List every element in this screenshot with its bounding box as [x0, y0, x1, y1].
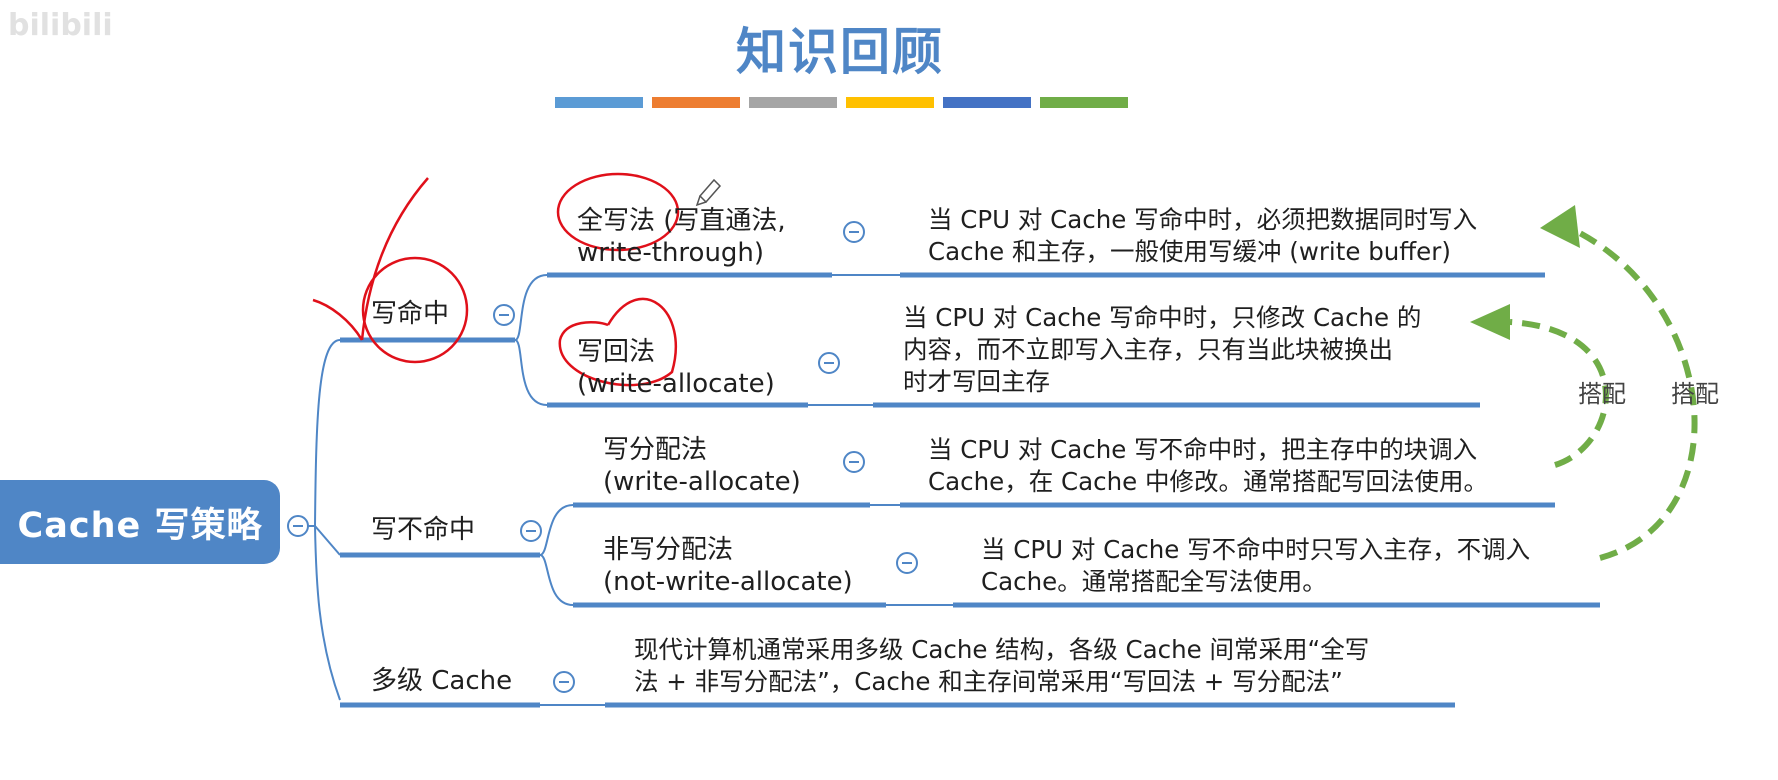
node-label-line: 非写分配法	[603, 535, 734, 565]
arrowhead-inner	[1470, 304, 1510, 340]
watermark: bilibili	[8, 8, 113, 43]
branch-label-hit[interactable]: 写命中	[371, 299, 450, 329]
node-label-line: 写回法	[577, 337, 656, 367]
pairing-label-outer: 搭配	[1671, 380, 1719, 408]
ink-circle-hit	[361, 256, 469, 364]
color-bar-4	[846, 97, 934, 108]
node-desc-write-through: 当 CPU 对 Cache 写命中时，必须把数据同时写入 Cache 和主存，一…	[928, 204, 1477, 268]
color-bar-5	[943, 97, 1031, 108]
page-title: 知识回顾	[736, 23, 944, 81]
node-label-write-through[interactable]: 全写法 (写直通法, write-through)	[577, 205, 786, 269]
node-desc-multilevel: 现代计算机通常采用多级 Cache 结构，各级 Cache 间常采用“全写 法 …	[634, 634, 1369, 698]
underlines	[340, 272, 1600, 708]
ink-annotations	[312, 172, 680, 387]
collapse-toggle-hit[interactable]	[493, 304, 515, 326]
desc-line: Cache 和主存，一般使用写缓冲 (write buffer)	[928, 237, 1451, 266]
root-node[interactable]: Cache 写策略	[0, 480, 280, 564]
desc-line: 现代计算机通常采用多级 Cache 结构，各级 Cache 间常采用“全写	[634, 635, 1370, 664]
desc-line: 时才写回主存	[903, 367, 1050, 396]
node-label-no-write-allocate[interactable]: 非写分配法 (not-write-allocate)	[603, 534, 853, 598]
desc-line: 当 CPU 对 Cache 写命中时，必须把数据同时写入	[928, 205, 1478, 234]
ink-number-stroke	[312, 177, 429, 341]
desc-line: 当 CPU 对 Cache 写命中时，只修改 Cache 的	[903, 303, 1422, 332]
node-label-line: (write-allocate)	[577, 369, 775, 399]
node-label-write-allocate[interactable]: 写分配法 (write-allocate)	[603, 434, 801, 498]
desc-line: 内容，而不立即写入主存，只有当此块被换出	[903, 335, 1393, 364]
node-label-line: 全写法 (写直通法,	[577, 206, 786, 236]
arrowhead-outer	[1540, 205, 1580, 248]
node-label-line: write-through)	[577, 238, 765, 268]
node-label-line: (write-allocate)	[603, 467, 801, 497]
color-bar-6	[1040, 97, 1128, 108]
pairing-arrow-inner	[1509, 319, 1609, 468]
collapse-toggle-root[interactable]	[287, 515, 309, 537]
desc-line: Cache，在 Cache 中修改。通常搭配写回法使用。	[928, 467, 1488, 496]
branch-lines	[298, 274, 953, 706]
color-bar-3	[749, 97, 837, 108]
pairing-label-inner: 搭配	[1578, 380, 1626, 408]
collapse-toggle-multilevel[interactable]	[553, 671, 575, 693]
node-label-line: 写分配法	[603, 435, 708, 465]
ink-circle-write-back	[558, 297, 678, 387]
collapse-toggle-write-allocate[interactable]	[843, 451, 865, 473]
color-bar-1	[555, 97, 643, 108]
ink-circle-write-through	[556, 172, 680, 252]
branch-label-miss[interactable]: 写不命中	[371, 515, 476, 545]
pairing-arrows	[1509, 225, 1698, 561]
collapse-toggle-miss[interactable]	[520, 520, 542, 542]
node-label-line: (not-write-allocate)	[603, 567, 853, 597]
desc-line: Cache。通常搭配全写法使用。	[981, 567, 1327, 596]
desc-line: 当 CPU 对 Cache 写不命中时，把主存中的块调入	[928, 435, 1478, 464]
node-label-write-back[interactable]: 写回法 (write-allocate)	[577, 336, 775, 400]
node-desc-no-write-allocate: 当 CPU 对 Cache 写不命中时只写入主存，不调入 Cache。通常搭配全…	[981, 534, 1530, 598]
collapse-toggle-write-back[interactable]	[818, 352, 840, 374]
color-bar-2	[652, 97, 740, 108]
collapse-toggle-no-write-allocate[interactable]	[896, 552, 918, 574]
pencil-cursor-icon	[695, 178, 722, 207]
desc-line: 法 + 非写分配法”，Cache 和主存间常采用“写回法 + 写分配法”	[634, 667, 1343, 696]
desc-line: 当 CPU 对 Cache 写不命中时只写入主存，不调入	[981, 535, 1531, 564]
node-desc-write-allocate: 当 CPU 对 Cache 写不命中时，把主存中的块调入 Cache，在 Cac…	[928, 434, 1488, 498]
branch-label-multilevel[interactable]: 多级 Cache	[371, 666, 513, 696]
collapse-toggle-write-through[interactable]	[843, 221, 865, 243]
node-desc-write-back: 当 CPU 对 Cache 写命中时，只修改 Cache 的 内容，而不立即写入…	[903, 302, 1421, 398]
